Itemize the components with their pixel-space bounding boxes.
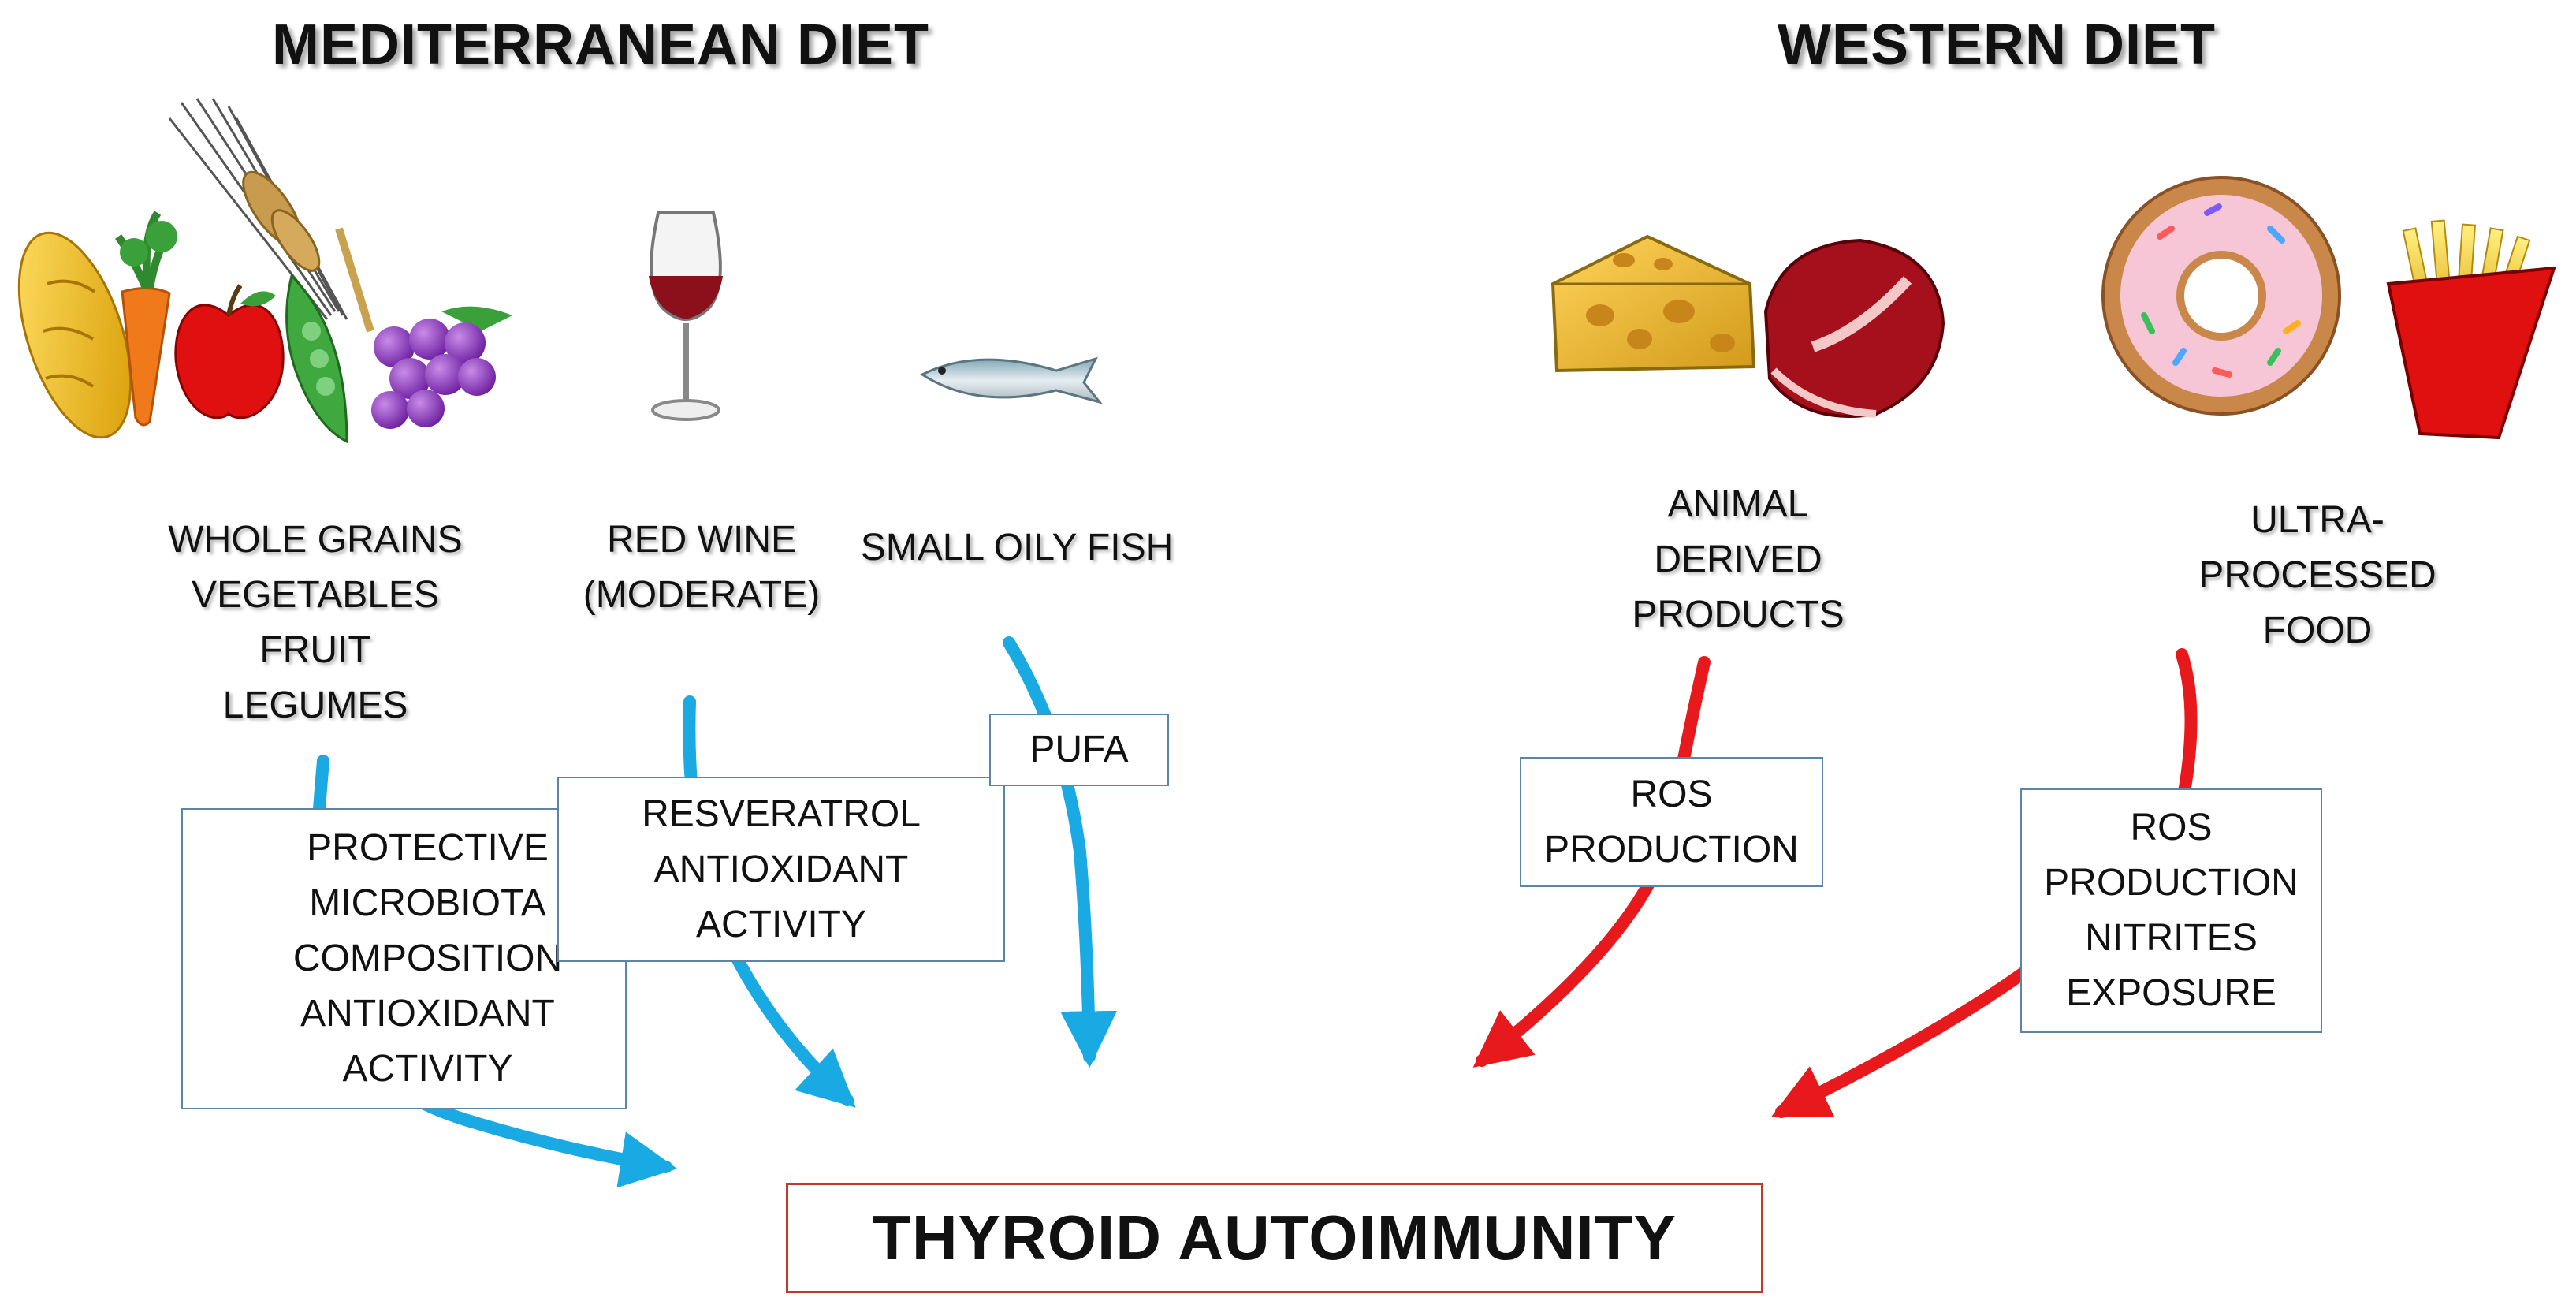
- bread-icon: [17, 231, 132, 439]
- grapes-icon: [371, 306, 512, 429]
- cheese-icon: [1550, 234, 1756, 373]
- apple-icon: [174, 284, 285, 419]
- fish-icon: [919, 356, 1104, 404]
- heading-mediterranean: MEDITERRANEAN DIET: [272, 13, 930, 76]
- steak-icon: [1763, 238, 1945, 418]
- donut-icon: [2101, 176, 2341, 416]
- outcome-thyroid-autoimmunity: THYROID AUTOIMMUNITY: [786, 1183, 1763, 1293]
- box-pufa: PUFA: [989, 714, 1169, 786]
- arrow-fish: [1003, 636, 1118, 1068]
- label-fish: SMALL OILY FISH: [860, 527, 1174, 569]
- label-wine: RED WINE(MODERATE): [583, 519, 821, 616]
- heading-western: WESTERN DIET: [1778, 13, 2217, 76]
- peapod-icon: [285, 274, 348, 444]
- carrot-icon: [114, 211, 177, 427]
- wine-glass-icon: [649, 211, 723, 421]
- wheat-icon: [168, 98, 374, 333]
- fries-icon: [2386, 219, 2556, 440]
